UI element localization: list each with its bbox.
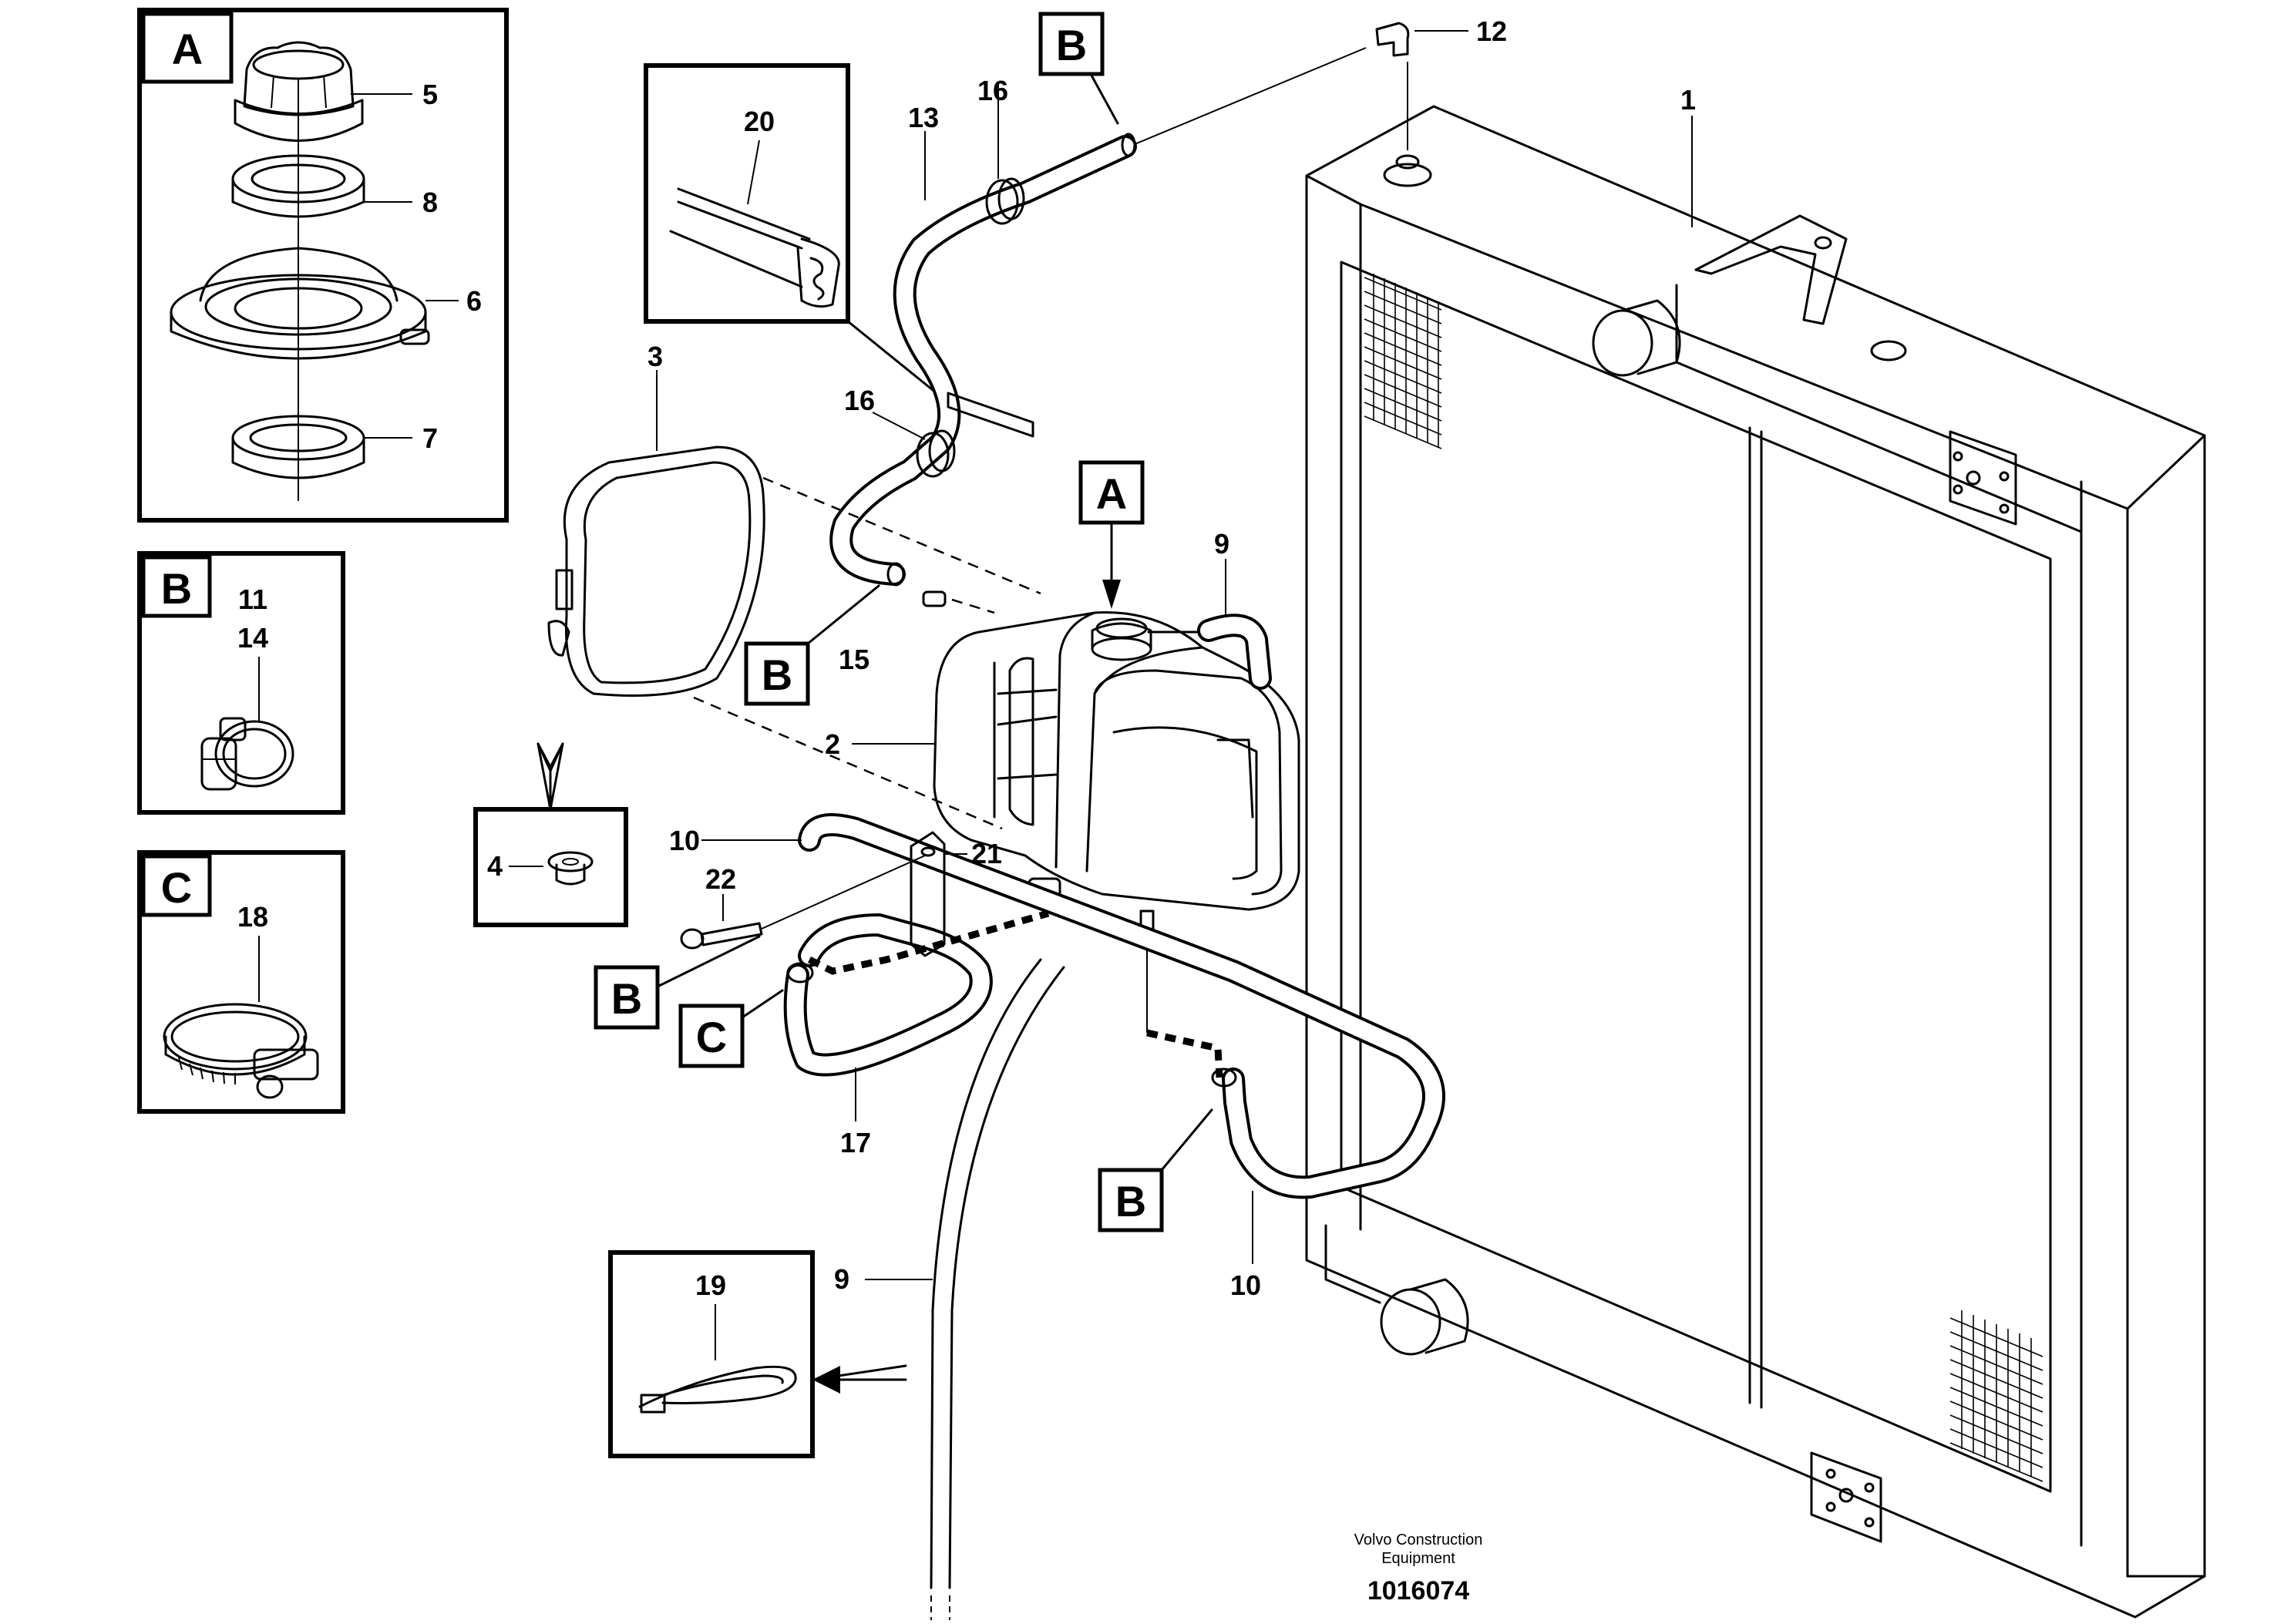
detail-ref-b-right: B (1098, 1108, 1213, 1232)
svg-text:B: B (611, 974, 642, 1023)
spring-clamp-part (200, 717, 294, 791)
callout-16-lower: 16 (844, 385, 875, 416)
filler-neck-part (170, 247, 430, 360)
callout-16-upper: 16 (977, 75, 1008, 106)
expansion-tank-part (933, 611, 1300, 1033)
svg-text:B: B (1115, 1177, 1146, 1226)
callout-13: 13 (908, 102, 939, 133)
callout-22: 22 (705, 863, 736, 895)
radiator-part: 1 (1305, 84, 2206, 1619)
strap-part-3 (547, 446, 1041, 830)
connector-15 (922, 590, 995, 614)
callout-4: 4 (487, 850, 503, 882)
detail-box-c: C 18 (137, 850, 345, 1114)
callout-20: 20 (744, 106, 775, 137)
elbow-fitting-part: 12 (1128, 15, 1507, 150)
core-mesh-lower (1949, 1310, 2043, 1482)
callout-10-bottom: 10 (1230, 1269, 1261, 1301)
detail-box-19: 19 (608, 1250, 907, 1458)
detail-letter-b: B (161, 564, 192, 613)
callout-11: 11 (238, 583, 267, 615)
document-number: 1016074 (1367, 1576, 1469, 1606)
callout-10-left: 10 (669, 825, 700, 856)
detail-box-4: 4 (473, 742, 628, 927)
callout-14: 14 (237, 622, 268, 654)
svg-text:B: B (1056, 21, 1087, 69)
worm-clamp-part (163, 1003, 319, 1099)
detail-box-a: A (137, 8, 509, 523)
callout-3: 3 (648, 341, 663, 372)
svg-text:A: A (1096, 469, 1127, 518)
callout-6: 6 (466, 285, 482, 317)
callout-21: 21 (971, 838, 1002, 869)
callout-18: 18 (237, 901, 268, 933)
callout-9-lower: 9 (834, 1263, 849, 1295)
callout-17: 17 (840, 1127, 871, 1158)
detail-letter-a: A (172, 25, 203, 73)
callout-15: 15 (839, 644, 870, 675)
edge-strip-part (669, 187, 840, 308)
publisher-line-1: Volvo Construction (1354, 1532, 1483, 1548)
detail-ref-b-top: B (1038, 12, 1119, 125)
vent-hose-13 (829, 133, 1137, 587)
detail-ref-b-left: B (594, 935, 761, 1030)
callout-8: 8 (422, 187, 438, 218)
detail-box-b: B 11 14 (137, 551, 345, 815)
core-mesh-upper (1364, 274, 1442, 449)
bracket-21 (910, 831, 946, 957)
callout-5: 5 (422, 79, 438, 110)
hose-17 (783, 913, 993, 1077)
overflow-hose-9 (930, 958, 1065, 1620)
detail-ref-a: A (1078, 460, 1145, 609)
callout-1: 1 (1680, 84, 1696, 116)
detail-box-20: 20 (644, 63, 938, 395)
hose-10-lower (798, 813, 1445, 1199)
footer: Volvo Construction Equipment 1016074 (1354, 1532, 1483, 1606)
svg-text:B: B (762, 651, 792, 699)
seal-ring-part (231, 154, 365, 218)
callout-19: 19 (695, 1269, 726, 1301)
detail-ref-c: C (678, 989, 784, 1068)
callout-12: 12 (1476, 15, 1507, 47)
publisher-line-2: Equipment (1381, 1550, 1455, 1567)
detail-ref-b-upper: B (744, 584, 880, 706)
detail-letter-c: C (161, 863, 192, 912)
flange-nut-part (547, 851, 594, 886)
callout-2: 2 (825, 728, 840, 760)
callout-7: 7 (422, 422, 438, 454)
svg-text:C: C (696, 1013, 727, 1061)
filler-cap-part (234, 41, 364, 142)
cable-tie-part (638, 1365, 797, 1414)
callout-9-upper: 9 (1214, 528, 1229, 560)
bolt-22 (680, 855, 926, 950)
